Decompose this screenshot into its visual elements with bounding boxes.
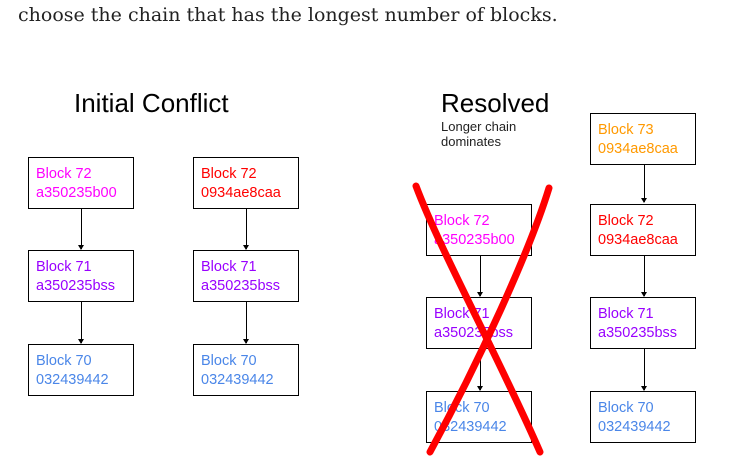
block-label: Block 70 bbox=[434, 400, 490, 416]
resolved-title: Resolved bbox=[441, 88, 550, 118]
block-label: Block 72 bbox=[598, 213, 654, 229]
resolved-subtitle: Longer chain dominates bbox=[441, 119, 517, 149]
block-hash: 032439442 bbox=[201, 372, 274, 388]
block-hash: a350235b00 bbox=[434, 232, 515, 248]
winning-chain-block-72: Block 72 0934ae8caa bbox=[590, 204, 696, 256]
intro-text: choose the chain that has the longest nu… bbox=[18, 4, 558, 26]
block-hash: 032439442 bbox=[434, 419, 507, 435]
block-label: Block 73 bbox=[598, 122, 654, 138]
crossed-chain-block-71: Block 71 a350235bss bbox=[426, 297, 532, 349]
block-label: Block 72 bbox=[36, 166, 92, 182]
block-hash: 0934ae8caa bbox=[201, 185, 281, 201]
block-label: Block 70 bbox=[201, 353, 257, 369]
block-label: Block 71 bbox=[201, 259, 257, 275]
left-chain-a-block-70: Block 70 032439442 bbox=[28, 344, 134, 396]
block-hash: a350235bss bbox=[598, 325, 678, 341]
block-label: Block 70 bbox=[36, 353, 92, 369]
left-chain-b-block-72: Block 72 0934ae8caa bbox=[193, 157, 299, 209]
chain-arrow bbox=[641, 165, 647, 203]
block-hash: a350235bss bbox=[434, 325, 514, 341]
left-chain-b-block-70: Block 70 032439442 bbox=[193, 344, 299, 396]
block-label: Block 72 bbox=[201, 166, 257, 182]
crossed-chain-block-70: Block 70 032439442 bbox=[426, 391, 532, 443]
block-hash: 0934ae8caa bbox=[598, 232, 678, 248]
crossed-chain-block-72: Block 72 a350235b00 bbox=[426, 204, 532, 256]
chain-arrow bbox=[477, 256, 483, 297]
winning-chain-block-70: Block 70 032439442 bbox=[590, 391, 696, 443]
winning-chain-block-73: Block 73 0934ae8caa bbox=[590, 113, 696, 165]
chain-arrow bbox=[641, 349, 647, 391]
block-hash: 032439442 bbox=[36, 372, 109, 388]
block-hash: 0934ae8caa bbox=[598, 141, 678, 157]
block-label: Block 70 bbox=[598, 400, 654, 416]
left-chain-a-block-72: Block 72 a350235b00 bbox=[28, 157, 134, 209]
block-hash: a350235bss bbox=[201, 278, 281, 294]
chain-arrow bbox=[78, 302, 84, 344]
chain-arrow bbox=[243, 302, 249, 344]
block-hash: a350235b00 bbox=[36, 185, 117, 201]
block-label: Block 72 bbox=[434, 213, 490, 229]
block-label: Block 71 bbox=[598, 306, 654, 322]
chain-arrow bbox=[78, 209, 84, 250]
left-chain-b-block-71: Block 71 a350235bss bbox=[193, 250, 299, 302]
chain-arrow bbox=[243, 209, 249, 250]
left-chain-a-block-71: Block 71 a350235bss bbox=[28, 250, 134, 302]
block-label: Block 71 bbox=[36, 259, 92, 275]
chain-arrow bbox=[641, 256, 647, 297]
initial-conflict-title: Initial Conflict bbox=[74, 88, 229, 118]
winning-chain-block-71: Block 71 a350235bss bbox=[590, 297, 696, 349]
block-hash: a350235bss bbox=[36, 278, 116, 294]
block-hash: 032439442 bbox=[598, 419, 671, 435]
chain-arrow bbox=[477, 349, 483, 391]
block-label: Block 71 bbox=[434, 306, 490, 322]
